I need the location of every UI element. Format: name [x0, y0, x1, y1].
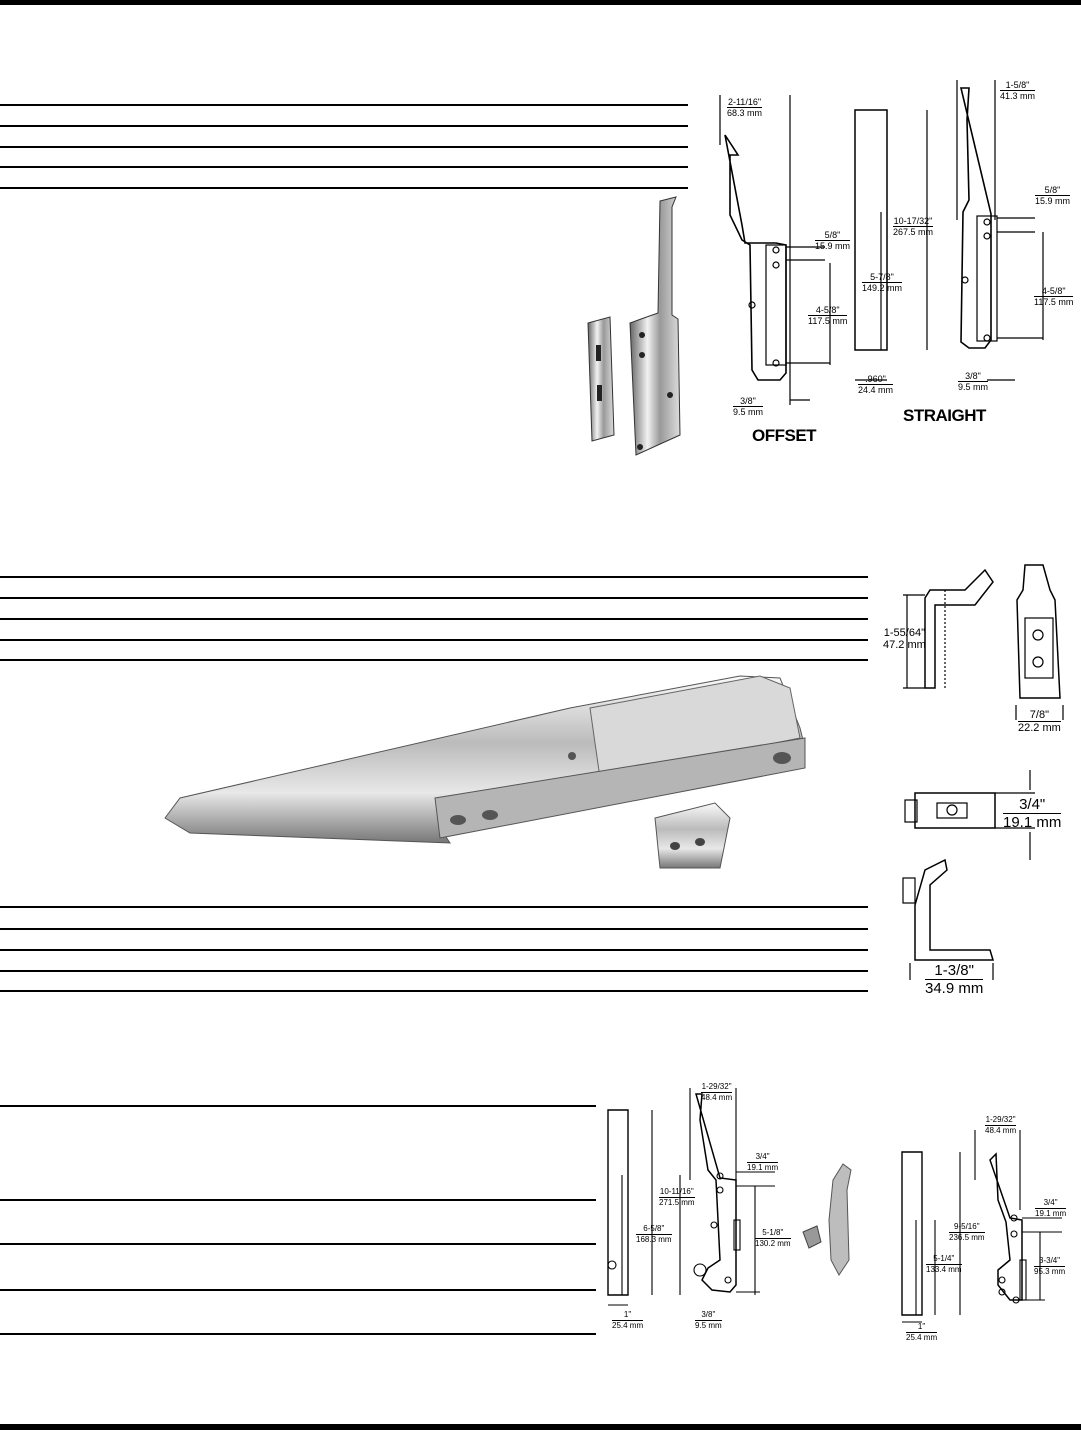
- table-rule: [0, 618, 868, 620]
- table-rule: [0, 576, 868, 578]
- table-rule: [0, 1243, 596, 1245]
- dim-label: 5/8"15.9 mm: [1035, 185, 1071, 206]
- table-rule: [0, 125, 688, 127]
- dim-label: .960"24.4 mm: [858, 374, 894, 395]
- dim-label: 3/4"19.1 mm: [1035, 1198, 1067, 1218]
- dim-label: 10-11/16"271.5 mm: [659, 1187, 695, 1207]
- dim-label: 1-3/8"34.9 mm: [925, 962, 984, 997]
- table-rule: [0, 928, 868, 930]
- table-rule: [0, 104, 688, 106]
- table-rule: [0, 146, 688, 148]
- table-rule: [0, 970, 868, 972]
- table-rule: [0, 1105, 596, 1107]
- dim-label: 5-1/4"133.4 mm: [926, 1254, 962, 1274]
- dim-label: 7/8"22.2 mm: [1018, 709, 1061, 734]
- table-rule: [0, 906, 868, 908]
- table-rule: [0, 1289, 596, 1291]
- dim-label: 5-1/8"130.2 mm: [755, 1228, 791, 1248]
- table-rule: [0, 597, 868, 599]
- latch-drawing-right: [901, 1130, 1062, 1323]
- dim-label: 10-17/32"267.5 mm: [893, 216, 934, 237]
- dim-label: 3-3/4"95.3 mm: [1034, 1256, 1066, 1276]
- dim-label: 1-55/64"47.2 mm: [883, 627, 926, 651]
- large-latch-photo: [164, 675, 806, 869]
- straight-latch-drawing: [854, 80, 1044, 381]
- table-rule: [0, 990, 868, 992]
- small-latch-photo: [802, 1163, 852, 1276]
- dim-label: 1-5/8"41.3 mm: [1000, 80, 1036, 101]
- table-rule: [0, 1333, 596, 1335]
- table-rule: [0, 949, 868, 951]
- dim-label: 4-5/8"117.5 mm: [1034, 286, 1074, 307]
- dim-label: 1-29/32"48.4 mm: [985, 1115, 1017, 1135]
- dim-label: 3/8"9.5 mm: [695, 1310, 722, 1330]
- latch-product-photo: [587, 196, 681, 456]
- dim-label: 3/4"19.1 mm: [1003, 796, 1062, 831]
- offset-caption: OFFSET: [752, 426, 817, 445]
- table-rule: [0, 1199, 596, 1201]
- dim-label: 6-5/8"168.3 mm: [636, 1224, 672, 1244]
- table-rule: [0, 187, 688, 189]
- table-rule: [0, 659, 868, 661]
- strike-drawings: [902, 564, 1064, 980]
- dim-label: 5-7/8"149.2 mm: [862, 272, 903, 293]
- page-bottom-bar: [0, 1424, 1081, 1430]
- table-rule: [0, 166, 688, 168]
- dim-label: 9-5/16"236.5 mm: [949, 1222, 985, 1242]
- dim-label: 3/8"9.5 mm: [733, 396, 764, 417]
- dim-label: 5/8"15.9 mm: [815, 230, 851, 251]
- dim-label: 1"25.4 mm: [612, 1310, 644, 1330]
- latch-drawing-left: [607, 1088, 775, 1306]
- dim-label: 3/4"19.1 mm: [747, 1152, 779, 1172]
- straight-caption: STRAIGHT: [903, 406, 986, 425]
- offset-latch-drawing: [719, 95, 831, 405]
- page-top-bar: [0, 0, 1081, 5]
- dim-label: 1"25.4 mm: [906, 1322, 938, 1342]
- dim-label: 2-11/16"68.3 mm: [727, 97, 763, 118]
- dim-label: 3/8"9.5 mm: [958, 371, 989, 392]
- table-rule: [0, 639, 868, 641]
- dim-label: 4-5/8"117.5 mm: [808, 305, 848, 326]
- dim-label: 1-29/32"48.4 mm: [701, 1082, 733, 1102]
